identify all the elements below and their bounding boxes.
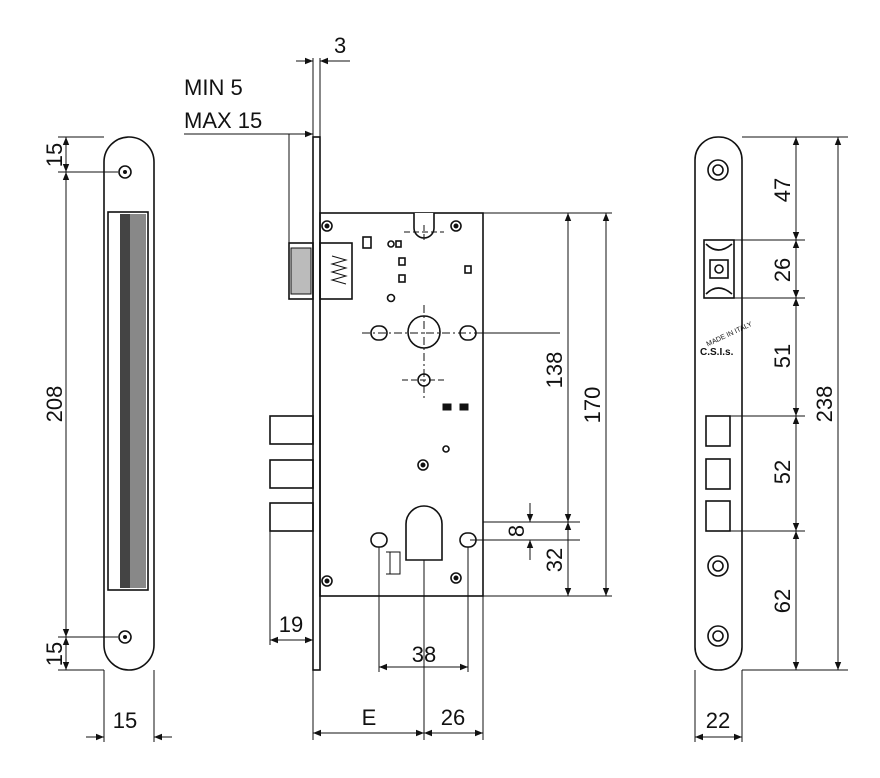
brand-stamp: MADE IN ITALY C.S.I.s. xyxy=(700,321,754,358)
dim-62: 62 xyxy=(770,589,795,613)
faceplate-front-view xyxy=(103,136,155,671)
screw-hole-bottom xyxy=(118,630,132,644)
dim-52: 52 xyxy=(770,460,795,484)
dim-26-bottom: 26 xyxy=(441,705,465,730)
svg-text:C.S.I.s.: C.S.I.s. xyxy=(700,347,734,358)
dim-15-top: 15 xyxy=(42,143,67,167)
dim-26-right: 26 xyxy=(770,258,795,282)
dim-3: 3 xyxy=(334,33,346,58)
dim-22: 22 xyxy=(706,708,730,733)
dim-8: 8 xyxy=(504,525,529,537)
lock-body-side-view xyxy=(269,136,486,671)
dim-138: 138 xyxy=(542,352,567,389)
strike-plate-dimensions: 47 26 51 52 62 238 22 xyxy=(694,136,848,742)
faceplate-dimensions: 15 208 15 15 xyxy=(42,136,172,742)
svg-text:MADE IN ITALY: MADE IN ITALY xyxy=(706,321,754,348)
case-screws xyxy=(321,220,462,587)
cylinder-hole xyxy=(405,505,443,561)
faceplate-edge xyxy=(312,136,321,671)
dim-max: MAX 15 xyxy=(184,108,262,133)
dim-208: 208 xyxy=(42,386,67,423)
dim-47: 47 xyxy=(770,178,795,202)
dim-E: E xyxy=(362,705,377,730)
strike-plate-view: MADE IN ITALY C.S.I.s. xyxy=(694,136,754,671)
lock-case xyxy=(319,212,484,597)
dim-min: MIN 5 xyxy=(184,75,243,100)
lock-body-dimensions: 3 MIN 5 MAX 15 138 170 8 32 19 38 xyxy=(184,33,612,740)
latch-slot xyxy=(107,211,149,591)
dim-238: 238 xyxy=(812,386,837,423)
dim-170: 170 xyxy=(580,387,605,424)
dim-19: 19 xyxy=(279,612,303,637)
dim-15-width: 15 xyxy=(113,708,137,733)
dim-32: 32 xyxy=(542,548,567,572)
latch-bolt xyxy=(288,242,353,300)
deadbolt-throws xyxy=(269,415,314,532)
dim-15-bottom: 15 xyxy=(42,642,67,666)
screw-hole-top xyxy=(118,165,132,179)
latch-receiver xyxy=(703,239,735,299)
dim-51: 51 xyxy=(770,344,795,368)
